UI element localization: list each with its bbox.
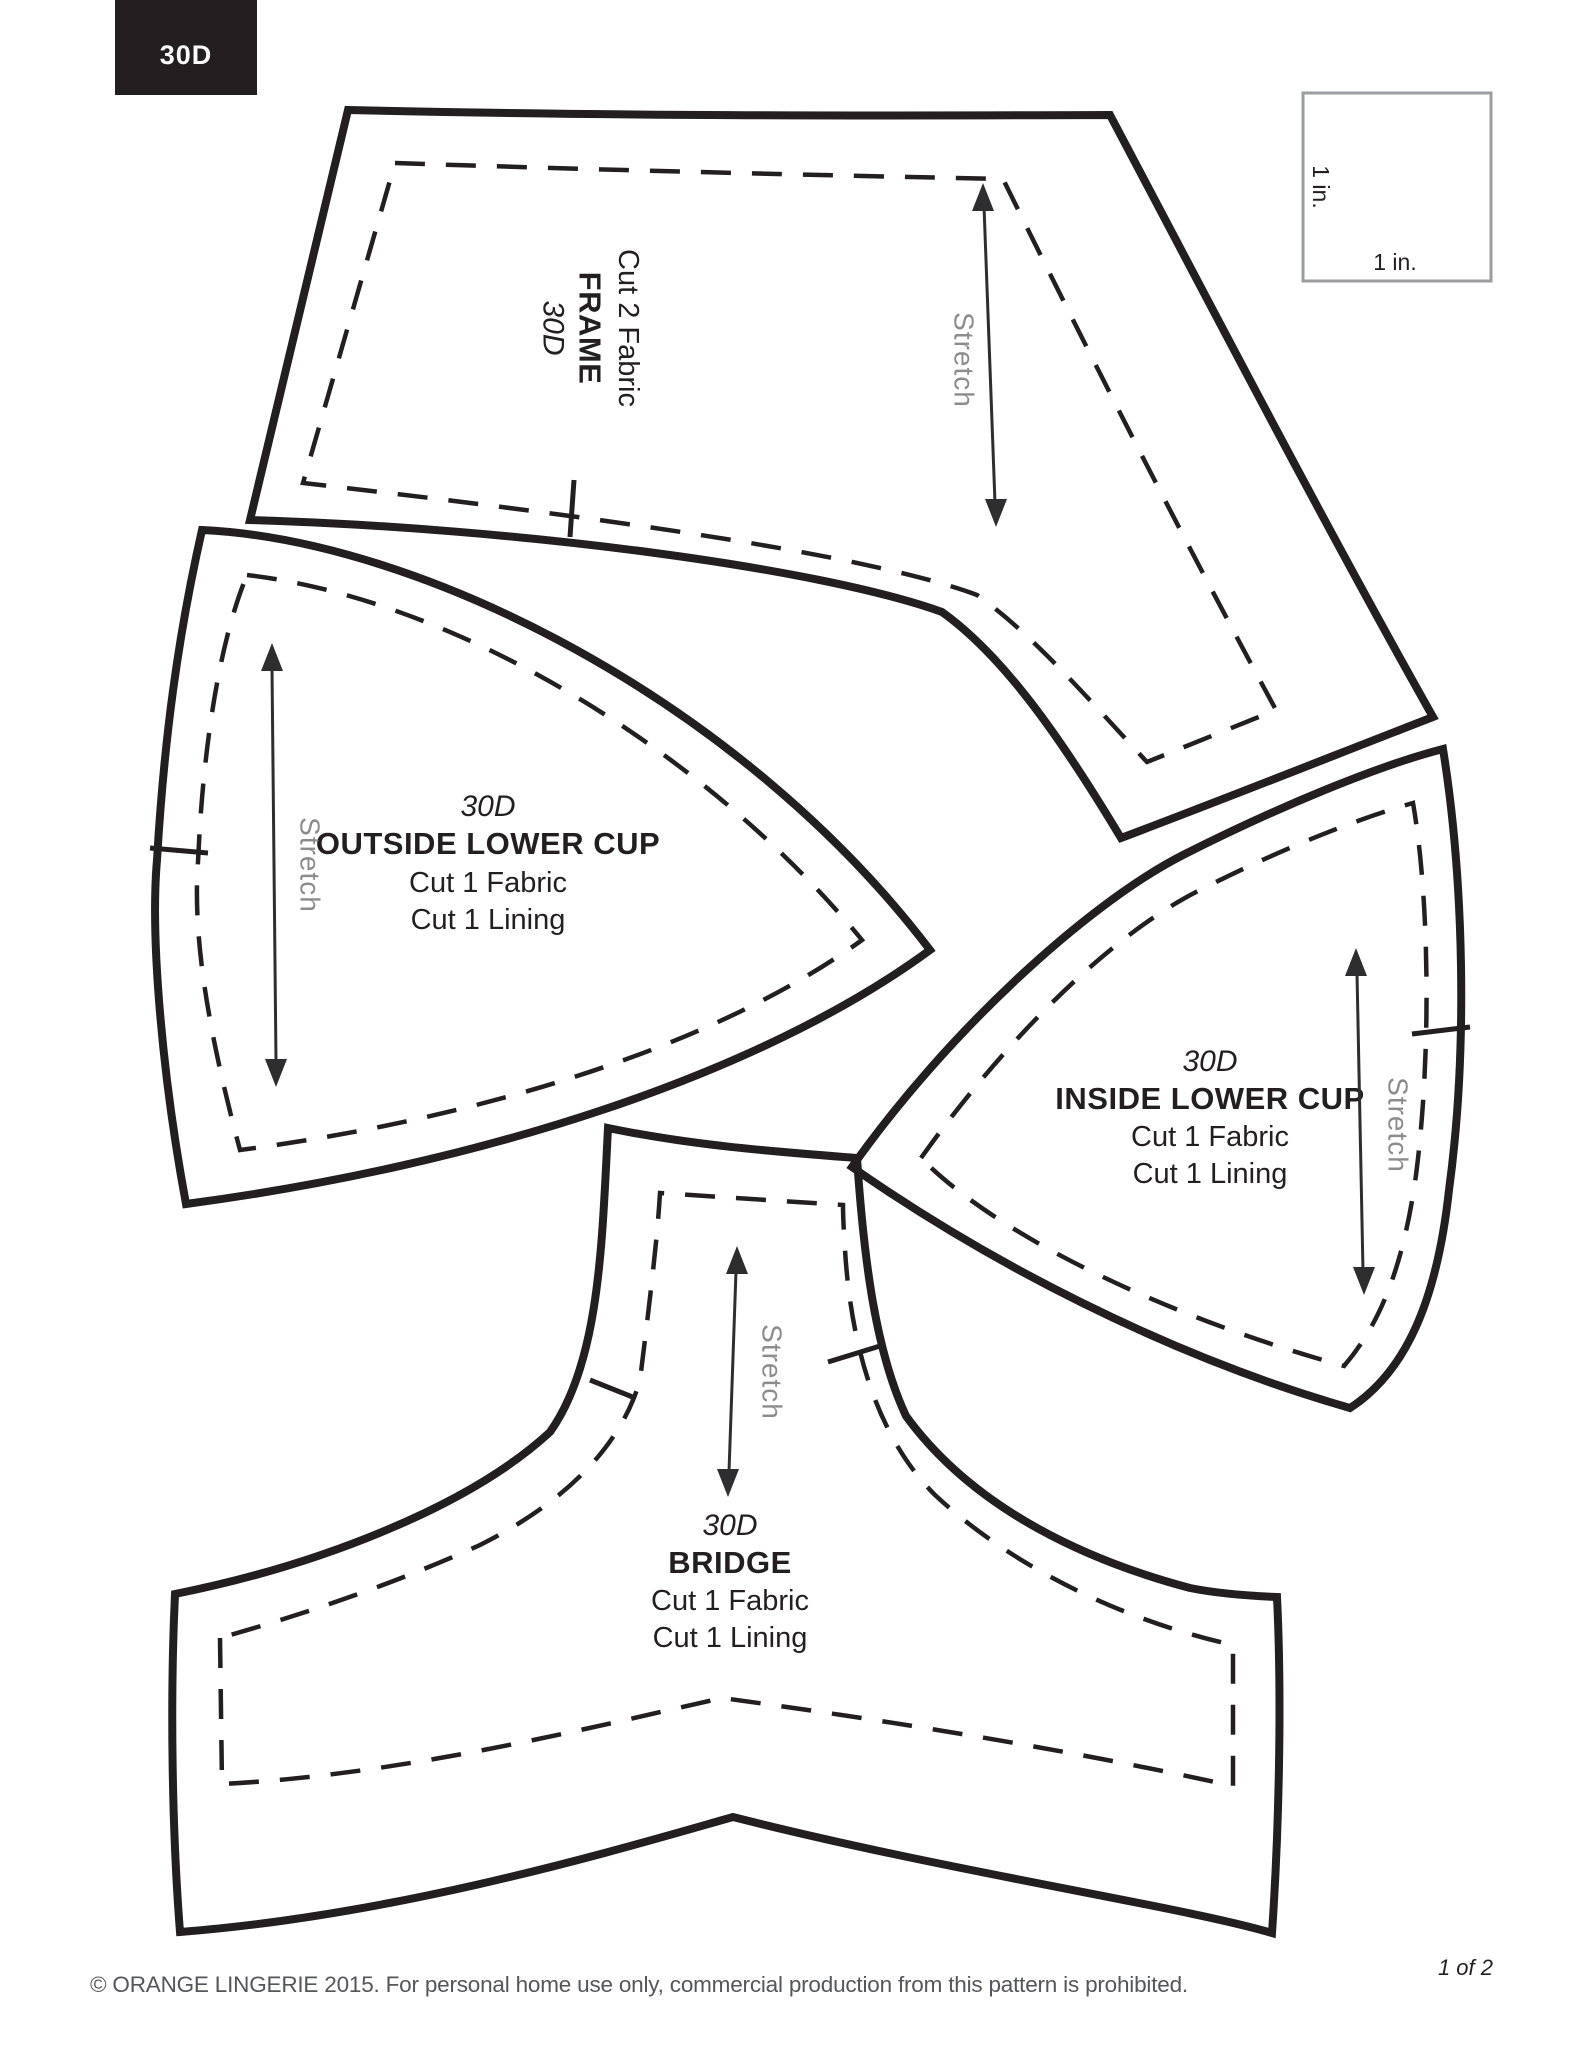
bridge-cut1-label: Cut 1 Fabric — [651, 1585, 809, 1617]
size-tag: 30D — [115, 0, 257, 95]
frame-cut-label: Cut 2 Fabric — [612, 249, 644, 407]
piece-frame: 30D FRAME Cut 2 Fabric Stretch — [244, 105, 1439, 843]
arrow-down-icon — [717, 1469, 739, 1497]
inside-lower-cup-outline — [846, 744, 1466, 1413]
bridge-stretch-arrow: Stretch — [717, 1246, 788, 1497]
outside-lower-cup-cut2-label: Cut 1 Lining — [411, 904, 566, 936]
outside-lower-cup-size-label: 30D — [460, 790, 515, 823]
bridge-left-notch — [589, 1377, 636, 1401]
frame-stretch-arrow: Stretch — [949, 183, 1007, 527]
bridge-right-notch — [827, 1343, 881, 1365]
copyright-text: © ORANGE LINGERIE 2015. For personal hom… — [90, 1972, 1188, 1997]
bridge-size-label: 30D — [702, 1509, 757, 1542]
outside-lower-cup-name-label: OUTSIDE LOWER CUP — [316, 826, 660, 861]
outside-lower-cup-notch — [149, 845, 209, 856]
outside-lower-cup-stretch-arrow: Stretch — [261, 643, 326, 1087]
size-tag-label: 30D — [160, 40, 213, 70]
arrow-up-icon — [972, 183, 994, 211]
page-number: 1 of 2 — [1438, 1955, 1493, 1980]
arrow-up-icon — [1345, 948, 1367, 976]
frame-notch — [567, 479, 577, 538]
frame-name-label: FRAME — [573, 272, 608, 385]
arrow-up-icon — [261, 643, 283, 671]
outside-lower-cup-stretch-label: Stretch — [295, 817, 326, 913]
frame-size-label: 30D — [537, 300, 570, 355]
outside-lower-cup-seam-line — [194, 572, 866, 1153]
scale-box-outline — [1301, 91, 1493, 283]
inside-lower-cup-stretch-label: Stretch — [1383, 1077, 1414, 1173]
bridge-outline — [168, 1123, 1284, 1939]
inside-lower-cup-name-label: INSIDE LOWER CUP — [1055, 1081, 1364, 1116]
size-tag-box — [115, 0, 257, 95]
arrow-down-icon — [985, 499, 1007, 527]
frame-outline — [244, 105, 1439, 843]
inside-lower-cup-size-label: 30D — [1182, 1045, 1237, 1078]
frame-stretch-label: Stretch — [949, 312, 980, 408]
inside-lower-cup-seam-line — [918, 800, 1429, 1369]
bridge-cut2-label: Cut 1 Lining — [653, 1622, 808, 1654]
frame-seam-line — [300, 160, 1280, 765]
bridge-seam-line — [217, 1190, 1236, 1789]
footer: © ORANGE LINGERIE 2015. For personal hom… — [90, 1955, 1493, 1997]
scale-vertical-label: 1 in. — [1308, 165, 1334, 208]
scale-horizontal-label: 1 in. — [1373, 249, 1416, 275]
piece-outside-lower-cup: 30D OUTSIDE LOWER CUP Cut 1 Fabric Cut 1… — [149, 525, 936, 1209]
arrow-down-icon — [1353, 1267, 1375, 1295]
inside-lower-cup-stretch-arrow: Stretch — [1345, 948, 1414, 1295]
arrow-down-icon — [265, 1059, 287, 1087]
bridge-stretch-label: Stretch — [757, 1324, 788, 1420]
inside-lower-cup-notch — [1411, 1024, 1471, 1037]
outside-lower-cup-outline — [151, 525, 936, 1209]
bridge-name-label: BRIDGE — [668, 1545, 792, 1580]
piece-inside-lower-cup: 30D INSIDE LOWER CUP Cut 1 Fabric Cut 1 … — [846, 744, 1471, 1413]
scale-reference-box: 1 in. 1 in. — [1301, 91, 1493, 283]
arrow-up-icon — [726, 1246, 748, 1274]
outside-lower-cup-cut1-label: Cut 1 Fabric — [409, 867, 567, 899]
piece-bridge: 30D BRIDGE Cut 1 Fabric Cut 1 Lining Str… — [168, 1123, 1284, 1939]
inside-lower-cup-cut1-label: Cut 1 Fabric — [1131, 1121, 1289, 1153]
inside-lower-cup-cut2-label: Cut 1 Lining — [1133, 1158, 1288, 1190]
